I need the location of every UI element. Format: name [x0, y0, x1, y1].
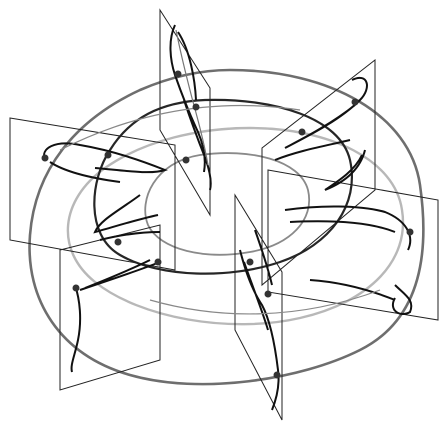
point	[352, 99, 359, 106]
section-plane-left	[10, 118, 175, 270]
inner-light-orbit	[145, 153, 309, 255]
point	[115, 239, 122, 246]
point	[299, 129, 306, 136]
point	[73, 285, 80, 292]
point	[175, 71, 182, 78]
point	[155, 259, 162, 266]
point	[105, 152, 112, 159]
outer-orbit	[30, 70, 424, 384]
point	[247, 259, 254, 266]
section-plane-right-upper	[262, 60, 375, 285]
section-plane-bottom	[235, 195, 282, 420]
point	[274, 372, 281, 379]
inner-orbit	[94, 100, 352, 274]
point	[265, 291, 272, 298]
point	[193, 104, 200, 111]
point	[42, 155, 49, 162]
point	[183, 157, 190, 164]
point	[407, 229, 414, 236]
